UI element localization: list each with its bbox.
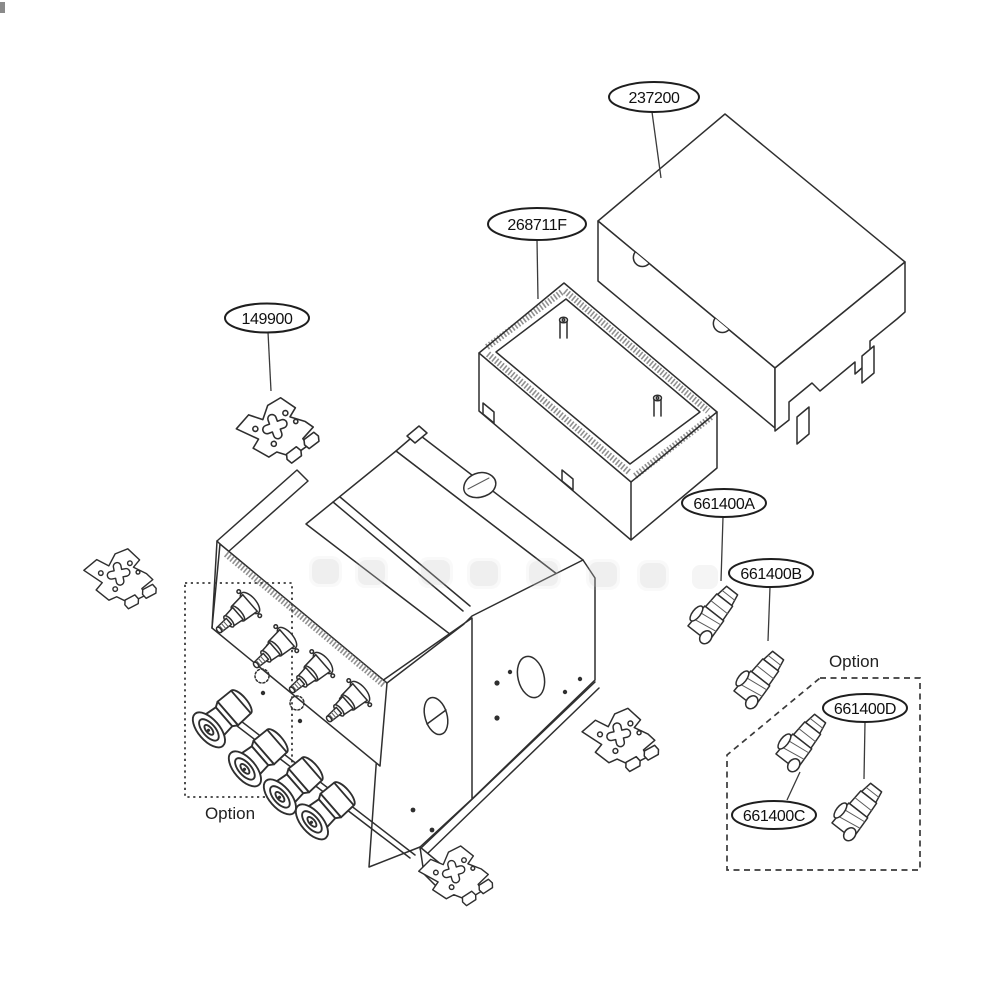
part-label-268711F[interactable]: 268711F <box>487 207 587 241</box>
option-text-right: Option <box>829 652 879 671</box>
part-label-149900-text: 149900 <box>242 311 293 328</box>
part-label-661400C[interactable]: 661400C <box>731 800 817 830</box>
option-box-right <box>726 677 921 871</box>
part-label-149900[interactable]: 149900 <box>224 302 310 334</box>
part-label-661400D[interactable]: 661400D <box>822 693 908 723</box>
part-label-661400A-text: 661400A <box>693 496 755 513</box>
part-label-268711F-text: 268711F <box>507 217 567 234</box>
part-label-661400B-text: 661400B <box>740 566 801 583</box>
part-label-661400C-text: 661400C <box>743 808 805 825</box>
option-box-left <box>184 582 293 798</box>
scan-artifact <box>0 2 5 13</box>
part-label-237200[interactable]: 237200 <box>608 81 700 113</box>
part-label-661400A[interactable]: 661400A <box>681 488 767 518</box>
watermark <box>309 556 718 591</box>
leader-lines <box>267 111 866 801</box>
part-label-237200-text: 237200 <box>629 90 680 107</box>
part-label-661400D-text: 661400D <box>834 701 896 718</box>
part-cover <box>597 113 906 445</box>
part-label-661400B[interactable]: 661400B <box>728 558 814 588</box>
option-text-left: Option <box>205 804 255 823</box>
part-tray <box>478 282 718 541</box>
